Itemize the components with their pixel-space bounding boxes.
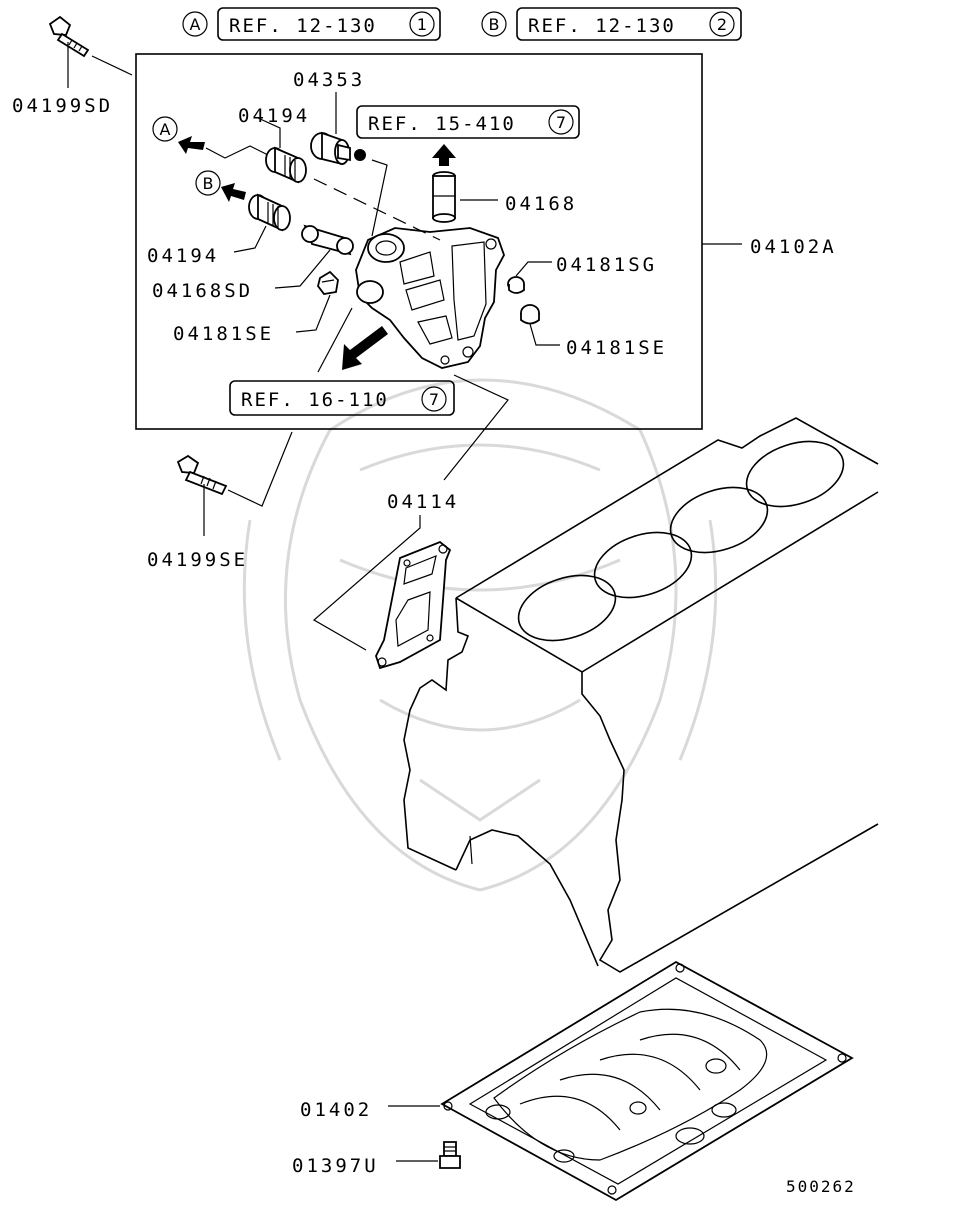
ref-b-label: REF. 12-130	[528, 15, 676, 37]
nut-04181SE-left[interactable]: 04181SE	[173, 270, 339, 345]
marker-a-circle	[182, 11, 208, 37]
ref-15-410[interactable]: REF. 15-410 7	[356, 105, 580, 139]
guide-line	[313, 178, 441, 241]
label-04194-lower: 04194	[147, 245, 219, 267]
label-01397U: 01397U	[292, 1155, 379, 1177]
diagram-code: 500262	[786, 1177, 856, 1196]
watermark-emblem	[242, 378, 718, 892]
label-04168: 04168	[505, 193, 577, 215]
arrow-up-icon	[432, 144, 456, 166]
marker-b-circle	[481, 11, 507, 37]
label-01402: 01402	[300, 1099, 372, 1121]
gasket-04114[interactable]: 04114	[312, 491, 459, 670]
cylinder-bore-2	[593, 531, 693, 599]
marker-b-inside-text: B	[203, 174, 214, 193]
pipe-04168SD[interactable]: 04168SD	[152, 224, 354, 302]
housing-04102A[interactable]: 04102A	[355, 227, 837, 369]
label-04194-upper: 04194	[238, 105, 310, 127]
arrow-down-left-icon	[342, 326, 388, 370]
ref-15-label: REF. 15-410	[368, 113, 516, 135]
label-04181SG: 04181SG	[556, 254, 657, 276]
label-04102A: 04102A	[750, 236, 837, 258]
cap-04181SE-right[interactable]: 04181SE	[520, 304, 667, 359]
marker-b-inside[interactable]: B	[195, 170, 246, 202]
ref-a-label: REF. 12-130	[229, 15, 377, 37]
oil-pan-01402[interactable]: 01402	[300, 960, 854, 1202]
ref-16-110[interactable]: REF. 16-110 7	[229, 380, 455, 416]
ref-15-number: 7	[556, 113, 566, 132]
cylinder-bore-3	[669, 486, 769, 554]
fitting-04194-lower[interactable]: 04194	[147, 193, 291, 267]
marker-a-inside-text: A	[160, 120, 171, 139]
label-04199SD: 04199SD	[12, 95, 113, 117]
cylinder-bore-1	[517, 574, 617, 642]
marker-a-inside[interactable]: A	[152, 116, 273, 159]
ref-16-label: REF. 16-110	[241, 389, 389, 411]
cylinder-bore-4	[745, 440, 845, 508]
bolt-04199SE[interactable]: 04199SE	[147, 454, 248, 571]
label-04199SE: 04199SE	[147, 549, 248, 571]
ref-header-a[interactable]: A REF. 12-130 1	[182, 7, 441, 41]
ref-a-number: 1	[417, 15, 427, 34]
ref-header-b[interactable]: B REF. 12-130 2	[481, 7, 742, 41]
marker-a-text: A	[190, 15, 201, 34]
cap-04181SG[interactable]: 04181SG	[507, 254, 657, 294]
bolt-04199SD[interactable]: 04199SD	[12, 15, 133, 117]
pipe-04168[interactable]: 04168	[432, 171, 577, 223]
ref-16-number: 7	[429, 390, 439, 409]
oring-icon	[354, 149, 366, 161]
label-04353: 04353	[293, 69, 365, 91]
label-04181SE-right: 04181SE	[566, 337, 667, 359]
sensor-04353[interactable]: 04353	[293, 69, 388, 237]
label-04114: 04114	[387, 491, 459, 513]
marker-b-text: B	[489, 15, 500, 34]
assembly-box-04102A	[135, 53, 703, 430]
engine-block	[403, 417, 879, 973]
label-04181SE-left: 04181SE	[173, 323, 274, 345]
ref-b-number: 2	[717, 15, 727, 34]
fitting-04194-upper[interactable]: 04194	[238, 105, 310, 184]
drain-plug-01397U[interactable]: 01397U	[292, 1141, 461, 1177]
label-04168SD: 04168SD	[152, 280, 253, 302]
arrow-a-icon	[178, 136, 205, 154]
arrow-b-icon	[221, 183, 246, 202]
